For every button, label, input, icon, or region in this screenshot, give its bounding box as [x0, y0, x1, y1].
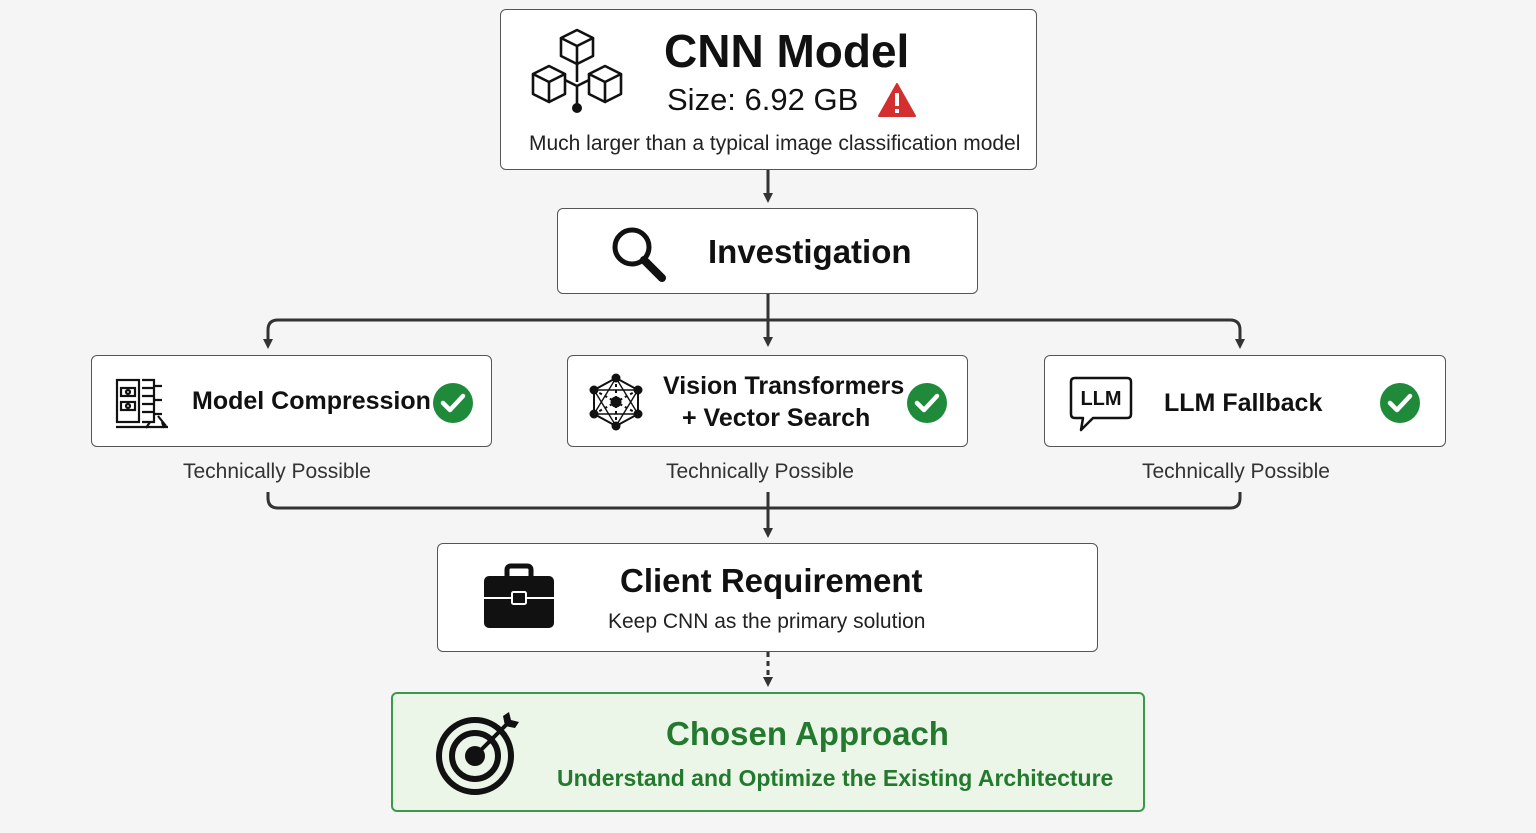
check-icon: [433, 383, 473, 423]
option-vision-transformers: Vision Transformers + Vector Search: [567, 355, 968, 447]
client-requirement-subtitle: Keep CNN as the primary solution: [608, 610, 926, 633]
client-requirement-title: Client Requirement: [620, 562, 923, 599]
network-icon: [589, 373, 643, 431]
option-model-compression-label: Model Compression: [192, 387, 431, 415]
magnifier-icon: [612, 227, 666, 282]
chosen-approach-subtitle: Understand and Optimize the Existing Arc…: [557, 765, 1114, 791]
target-icon: [436, 712, 519, 795]
branch-top-connector: [266, 318, 1242, 342]
briefcase-icon: [484, 563, 554, 628]
option-vision-transformers-label-line1: Vision Transformers: [663, 372, 905, 400]
check-icon: [907, 383, 947, 423]
option-llm-fallback: LLM LLM Fallback: [1044, 355, 1446, 447]
option-vision-transformers-status: Technically Possible: [666, 460, 854, 483]
investigation-box: Investigation: [557, 208, 978, 294]
option-llm-fallback-status: Technically Possible: [1142, 460, 1330, 483]
svg-text:LLM: LLM: [1080, 388, 1121, 410]
chosen-approach-title: Chosen Approach: [666, 715, 949, 752]
cnn-model-title: CNN Model: [664, 25, 910, 77]
client-requirement-box: Client Requirement Keep CNN as the prima…: [437, 543, 1098, 652]
option-vision-transformers-label-line2: + Vector Search: [682, 404, 871, 432]
warning-icon: [878, 83, 916, 117]
check-icon: [1380, 383, 1420, 423]
cnn-model-box: CNN Model Size: 6.92 GB Much larger than…: [500, 9, 1037, 170]
llm-chat-icon: LLM: [1069, 376, 1133, 432]
compression-icon: [115, 378, 168, 429]
investigation-label: Investigation: [708, 233, 912, 270]
chosen-approach-box: Chosen Approach Understand and Optimize …: [391, 692, 1145, 812]
merge-bottom-connector: [266, 492, 1242, 510]
cubes-icon: [531, 28, 623, 113]
option-model-compression-status: Technically Possible: [183, 460, 371, 483]
cnn-model-note: Much larger than a typical image classif…: [529, 132, 1021, 155]
cnn-model-size: Size: 6.92 GB: [667, 82, 859, 117]
option-llm-fallback-label: LLM Fallback: [1164, 389, 1323, 417]
option-model-compression: Model Compression: [91, 355, 492, 447]
